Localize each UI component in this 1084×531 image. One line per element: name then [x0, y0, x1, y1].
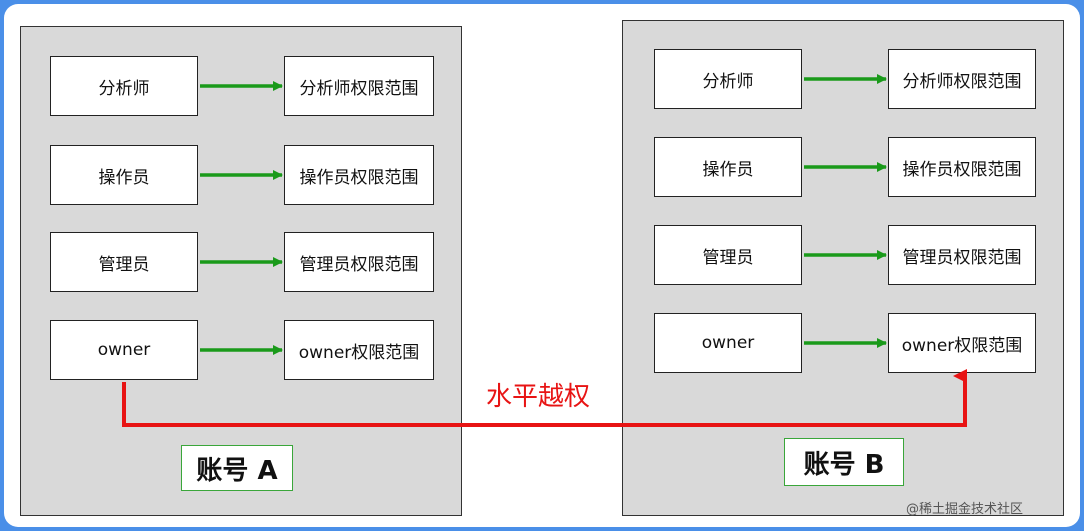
account-a-scope-operator: 操作员权限范围: [284, 145, 434, 205]
account-b-scope-owner: owner权限范围: [888, 313, 1036, 373]
account-b-label: 账号 B: [784, 438, 904, 486]
account-b-role-analyst: 分析师: [654, 49, 802, 109]
account-b-scope-analyst: 分析师权限范围: [888, 49, 1036, 109]
arrows-overlay: [122, 74, 967, 427]
account-a-scope-owner: owner权限范围: [284, 320, 434, 380]
account-b-scope-admin: 管理员权限范围: [888, 225, 1036, 285]
diagram-frame: 分析师 分析师权限范围 操作员 操作员权限范围 管理员 管理员权限范围 owne…: [4, 4, 1080, 527]
account-b-scope-operator: 操作员权限范围: [888, 137, 1036, 197]
cross-account-label: 水平越权: [486, 382, 591, 412]
account-a-role-owner: owner: [50, 320, 198, 380]
account-a-label: 账号 A: [181, 445, 293, 491]
account-a-scope-analyst: 分析师权限范围: [284, 56, 434, 116]
source-watermark: @稀土掘金技术社区: [906, 502, 1024, 517]
account-b-role-admin: 管理员: [654, 225, 802, 285]
account-b-role-owner: owner: [654, 313, 802, 373]
account-a-scope-admin: 管理员权限范围: [284, 232, 434, 292]
account-b-role-operator: 操作员: [654, 137, 802, 197]
cross-account-arrow: [122, 369, 967, 427]
account-a-role-operator: 操作员: [50, 145, 198, 205]
account-a-role-admin: 管理员: [50, 232, 198, 292]
account-a-role-analyst: 分析师: [50, 56, 198, 116]
